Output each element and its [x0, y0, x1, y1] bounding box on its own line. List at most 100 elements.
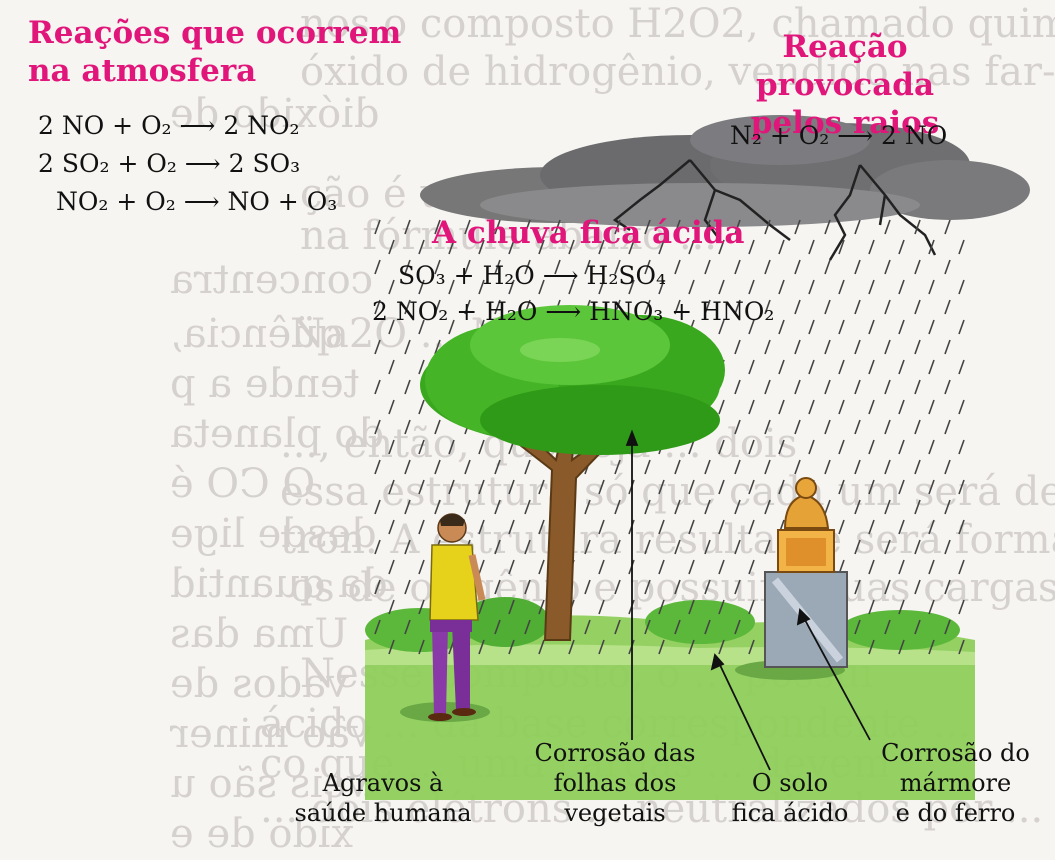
rain-streak [718, 479, 725, 495]
rain-streak [944, 259, 951, 275]
rain-streak [718, 519, 725, 535]
rain-streak [614, 499, 621, 515]
rain-streak [704, 459, 711, 475]
rain-streak [494, 219, 501, 235]
rain-streak [748, 319, 755, 335]
rain-streak [764, 299, 771, 315]
rain-streak [508, 239, 515, 255]
rain-streak [598, 239, 605, 255]
rain-streak [524, 219, 531, 235]
rain-streak [388, 559, 395, 575]
rain-streak [914, 219, 921, 235]
rain-streak [884, 219, 891, 235]
rain-streak [944, 299, 951, 315]
rain-streak [748, 359, 755, 375]
rain-streak [494, 579, 501, 595]
rain-streak [958, 399, 965, 415]
rain-streak [464, 259, 471, 275]
rain-streak [718, 279, 725, 295]
rain-streak [898, 639, 905, 655]
rain-streak [538, 239, 545, 255]
rain-streak [598, 599, 605, 615]
rain-streak [404, 219, 411, 235]
rain-streak [418, 279, 425, 295]
rain-streak [778, 359, 785, 375]
rain-streak [374, 459, 381, 475]
rain-streak [734, 539, 741, 555]
rain-streak [418, 559, 425, 575]
rain-streak [508, 519, 515, 535]
rain-streak [704, 259, 711, 275]
rain-streak [388, 279, 395, 295]
rain-streak [598, 519, 605, 535]
background-text-line: essa estrutura só que cada um será dei- [280, 469, 1055, 515]
rain-streak [808, 239, 815, 255]
rain-streak [538, 599, 545, 615]
rain-streak [434, 339, 441, 355]
rain-streak [794, 299, 801, 315]
rain-streak [748, 399, 755, 415]
rain-streak [838, 439, 845, 455]
rain-streak [914, 499, 921, 515]
equation-lightning: N₂ + O₂ ⟶ 2 NO [730, 121, 948, 150]
label-leaf-corrosion: Corrosão das folhas dos vegetais [534, 739, 696, 827]
rain-streak [944, 219, 951, 235]
rain-streak [494, 299, 501, 315]
rain-streak [914, 459, 921, 475]
rain-streak [854, 619, 861, 635]
rain-streak [688, 559, 695, 575]
rain-streak [404, 579, 411, 595]
rain-streak [838, 479, 845, 495]
rain-streak [928, 479, 935, 495]
rain-streak [388, 239, 395, 255]
rain-streak [388, 319, 395, 335]
rain-streak [958, 479, 965, 495]
rain-streak [404, 459, 411, 475]
rain-streak [658, 519, 665, 535]
rain-streak [374, 219, 381, 235]
rain-streak [614, 259, 621, 275]
rain-streak [854, 219, 861, 235]
rain-streak [688, 639, 695, 655]
title-atmosphere: Reações que ocorrem na atmosfera [28, 14, 401, 90]
rain-streak [944, 539, 951, 555]
storm-clouds [420, 115, 1030, 227]
rain-streak [914, 299, 921, 315]
rain-streak [374, 619, 381, 635]
rain-streak [584, 539, 591, 555]
rain-streak [884, 499, 891, 515]
rain-streak [764, 379, 771, 395]
rain-streak [404, 379, 411, 395]
rain-streak [794, 259, 801, 275]
rain-streak [778, 439, 785, 455]
rain-streak [524, 499, 531, 515]
rain-streak [718, 439, 725, 455]
rain-streak [884, 459, 891, 475]
rain-streak [478, 519, 485, 535]
rain-streak [614, 219, 621, 235]
rain-streak [628, 279, 635, 295]
rain-streak [794, 379, 801, 395]
rain-streak [914, 419, 921, 435]
rain-streak [794, 339, 801, 355]
title-lightning: Reação provocada pelos raios [695, 28, 995, 142]
rain-streak [734, 219, 741, 235]
rain-streak [614, 579, 621, 595]
rain-streak [868, 239, 875, 255]
rain-streak [688, 599, 695, 615]
rain-streak [868, 359, 875, 375]
rain-streak [418, 519, 425, 535]
rain-streak [374, 419, 381, 435]
rain-streak [944, 379, 951, 395]
rain-streak [418, 399, 425, 415]
rain-streak [884, 379, 891, 395]
rain-streak [584, 499, 591, 515]
rain-streak [644, 299, 651, 315]
rain-streak [404, 499, 411, 515]
bushes [365, 597, 960, 652]
rain-streak [374, 579, 381, 595]
rain-streak [478, 599, 485, 615]
rain-streak [658, 599, 665, 615]
rain-streak [704, 579, 711, 595]
rain-streak [478, 479, 485, 495]
